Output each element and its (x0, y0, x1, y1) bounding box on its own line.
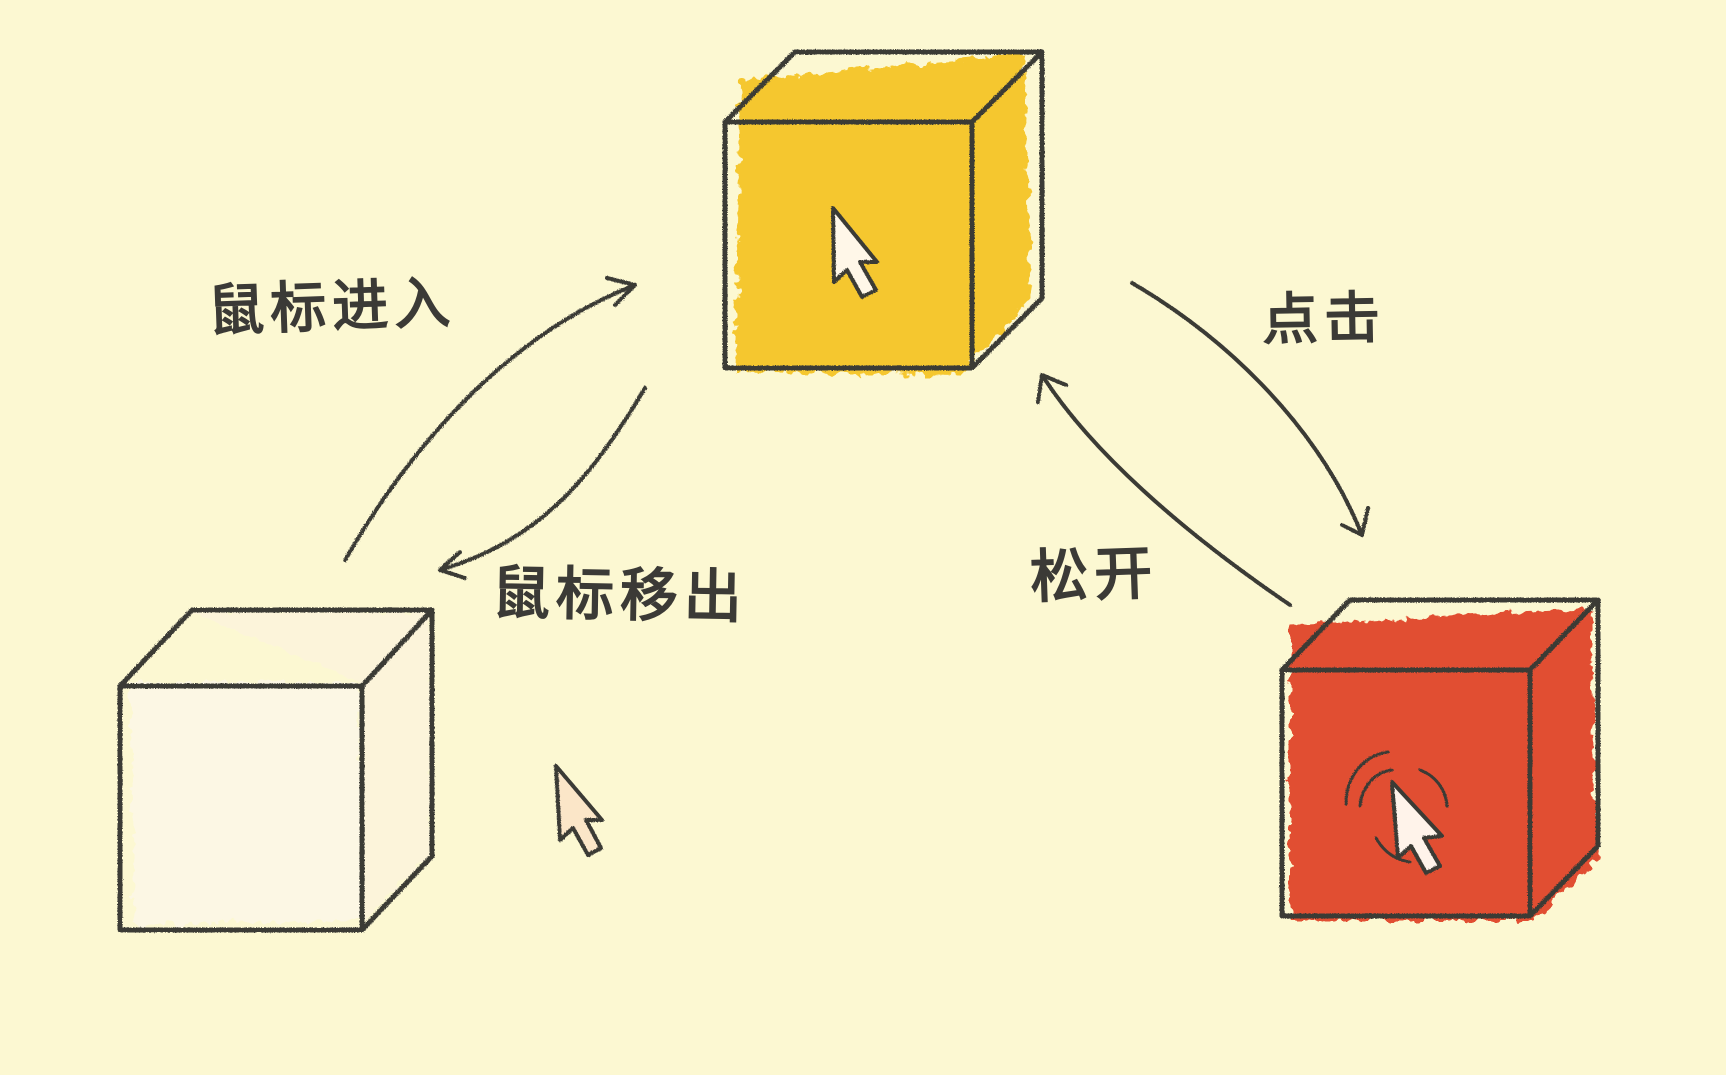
label-release: 松开 (1029, 538, 1160, 612)
cube-normal (117, 607, 435, 933)
label-mouse-enter: 鼠标进入 (207, 270, 458, 345)
cube-hover (722, 49, 1045, 375)
arrow-mouse-leave (438, 386, 647, 580)
label-mouse-leave: 鼠标移出 (491, 558, 749, 632)
label-click: 点击 (1261, 285, 1387, 354)
arrow-release (1036, 373, 1292, 607)
cursor-arrow-icon (831, 206, 879, 299)
cursor-arrow-icon (554, 764, 604, 857)
arrow-click (1130, 281, 1370, 537)
cube-active (1279, 597, 1601, 920)
arrow-mouse-enter (343, 276, 637, 562)
cursor-click-icon (1344, 750, 1449, 875)
